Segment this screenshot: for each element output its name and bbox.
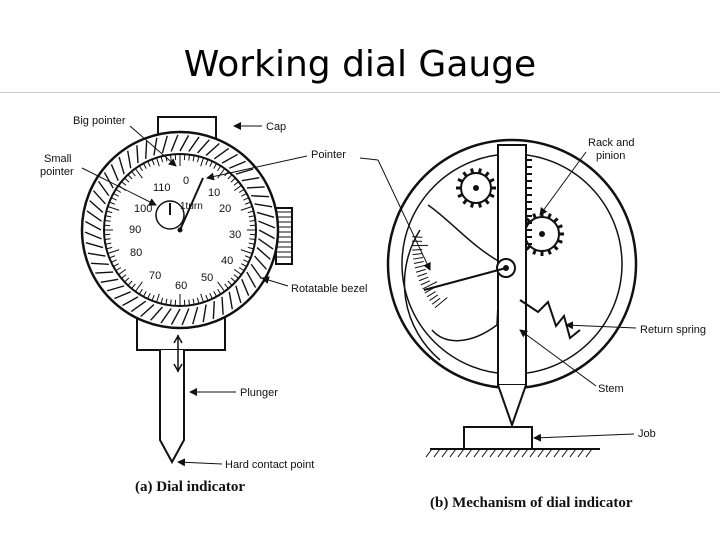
label-pointer: Pointer — [311, 149, 346, 161]
mechanism-pointer — [423, 267, 507, 291]
dial-indicator-figure: 0 10 20 30 40 50 60 70 80 90 100 110 1tu… — [40, 115, 367, 495]
slide-title: Working dial Gauge — [183, 44, 537, 85]
dial-number-20: 20 — [219, 203, 231, 215]
dial-number-60: 60 — [175, 280, 187, 292]
label-rack-and-pinion-line2: pinion — [596, 150, 625, 162]
job-block — [463, 426, 533, 450]
dial-number-70: 70 — [149, 270, 161, 282]
dial-number-40: 40 — [221, 255, 233, 267]
label-job: Job — [638, 428, 656, 440]
mechanism-figure: Rack and pinion Return spring Stem Job (… — [359, 137, 706, 511]
dial-number-10: 10 — [208, 187, 220, 199]
scale-arc — [403, 229, 441, 361]
big-pointer-needle — [179, 177, 204, 231]
stem-tip-shape — [497, 384, 527, 429]
dial-number-30: 30 — [229, 229, 241, 241]
title-divider — [0, 92, 720, 93]
label-small-pointer-line1: Small — [44, 153, 72, 165]
label-rotatable-bezel: Rotatable bezel — [291, 283, 367, 295]
dial-number-110: 110 — [153, 182, 171, 194]
label-big-pointer: Big pointer — [73, 115, 126, 127]
label-stem: Stem — [598, 383, 624, 395]
caption-mechanism: (b) Mechanism of dial indicator — [430, 495, 633, 511]
pinion-gear-upper — [456, 168, 496, 208]
label-small-pointer-line2: pointer — [40, 166, 74, 178]
label-hard-contact-point: Hard contact point — [225, 459, 314, 471]
return-spring-shape — [519, 299, 581, 340]
caption-dial-indicator: (a) Dial indicator — [135, 479, 245, 495]
dial-number-0: 0 — [183, 175, 189, 187]
dial-number-80: 80 — [130, 247, 142, 259]
dial-number-100: 100 — [134, 203, 152, 215]
small-dial-label: 1turn — [180, 201, 203, 212]
dial-number-90: 90 — [129, 224, 141, 236]
plunger-shape — [159, 350, 185, 465]
label-cap: Cap — [266, 121, 286, 133]
dial-number-50: 50 — [201, 272, 213, 284]
label-return-spring: Return spring — [640, 324, 706, 336]
label-rack-and-pinion-line1: Rack and — [588, 137, 634, 149]
label-plunger: Plunger — [240, 387, 278, 399]
